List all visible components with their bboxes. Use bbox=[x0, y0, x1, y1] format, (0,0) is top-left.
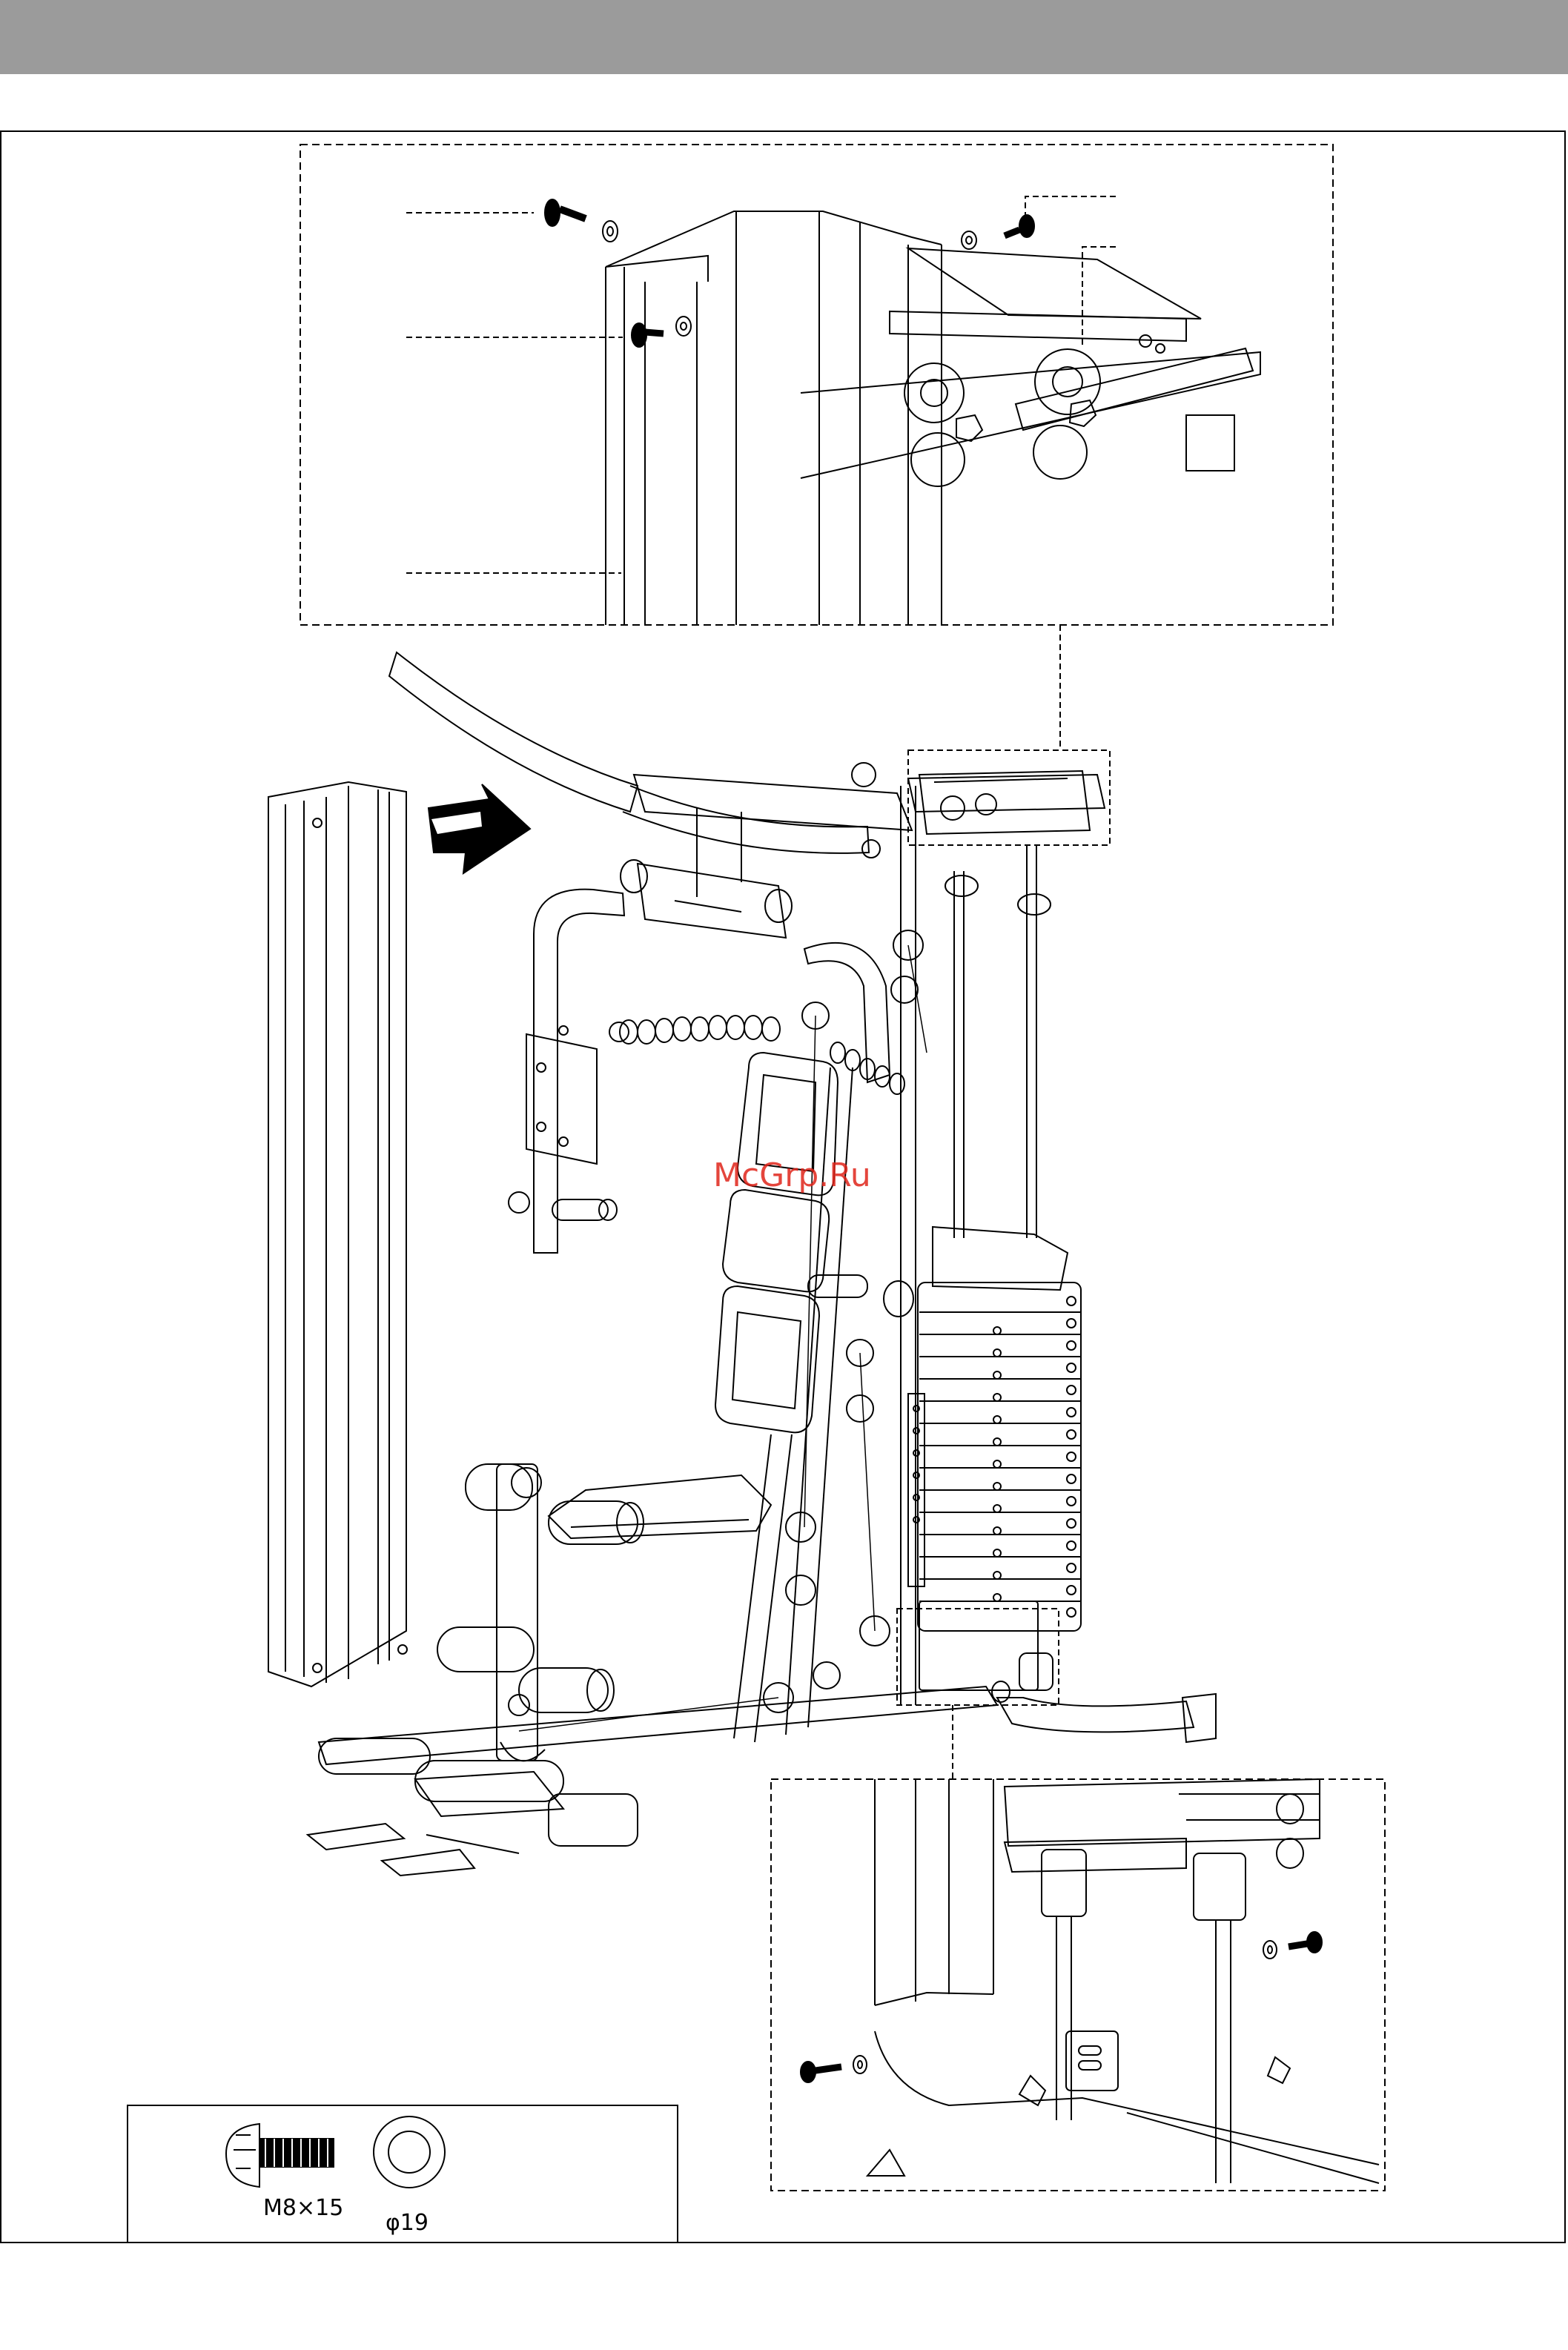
washer-icon bbox=[1263, 1941, 1277, 1959]
rod-cap bbox=[1018, 894, 1051, 915]
insertion-arrow-icon bbox=[429, 784, 530, 873]
foot-pedal bbox=[382, 1850, 474, 1876]
leader-line bbox=[1082, 247, 1116, 348]
side-cover-panel bbox=[268, 782, 407, 1687]
cable-chain bbox=[620, 1016, 904, 1094]
washer-icon bbox=[603, 221, 618, 242]
pec-deck-crossbar bbox=[638, 864, 786, 938]
washer-icon bbox=[962, 231, 976, 249]
foot-pedal bbox=[308, 1824, 404, 1850]
weight-stack bbox=[918, 1227, 1081, 1631]
pulley-wheel bbox=[941, 796, 965, 820]
rod-cap bbox=[945, 876, 978, 896]
washer-icon bbox=[676, 317, 691, 336]
base-frame bbox=[319, 1687, 997, 1764]
seat-pad bbox=[549, 1475, 771, 1538]
pulley-wheel bbox=[1035, 349, 1100, 414]
screw-icon bbox=[1005, 215, 1034, 237]
pulley-wheel bbox=[911, 433, 965, 486]
back-pad bbox=[715, 1286, 819, 1432]
screw-icon bbox=[801, 2062, 841, 2082]
pulley-wheel bbox=[852, 763, 876, 787]
foam-roller bbox=[437, 1627, 534, 1672]
washer-icon bbox=[374, 2116, 445, 2188]
pulley-wheel bbox=[786, 1575, 816, 1605]
bolt-size-label: M8×15 bbox=[263, 2195, 343, 2221]
end-cap bbox=[549, 1794, 638, 1846]
bolt-icon bbox=[226, 2124, 334, 2187]
watermark-text: McGrp.Ru bbox=[713, 1156, 871, 1194]
pulley-wheel bbox=[813, 1662, 840, 1689]
top-detail-callout bbox=[300, 145, 1333, 625]
screw-icon bbox=[632, 323, 664, 347]
pulley-wheel bbox=[904, 363, 964, 423]
top-bracket bbox=[801, 248, 1260, 486]
lat-bar bbox=[389, 652, 638, 812]
arm-pad bbox=[526, 1034, 597, 1164]
pulley-wheel bbox=[847, 1395, 873, 1422]
foam-roller bbox=[466, 1464, 532, 1510]
washer-size-label: φ19 bbox=[386, 2210, 429, 2236]
upright-column bbox=[606, 211, 942, 625]
screw-icon bbox=[1289, 1932, 1322, 1953]
foam-roller bbox=[519, 1668, 608, 1712]
screw-icon bbox=[545, 199, 586, 226]
pulley-wheel bbox=[976, 794, 996, 815]
washer-icon bbox=[853, 2056, 867, 2073]
pulley-wheel bbox=[1033, 426, 1087, 479]
leader-line bbox=[1025, 196, 1116, 222]
bottom-detail-callout bbox=[771, 1779, 1385, 2191]
